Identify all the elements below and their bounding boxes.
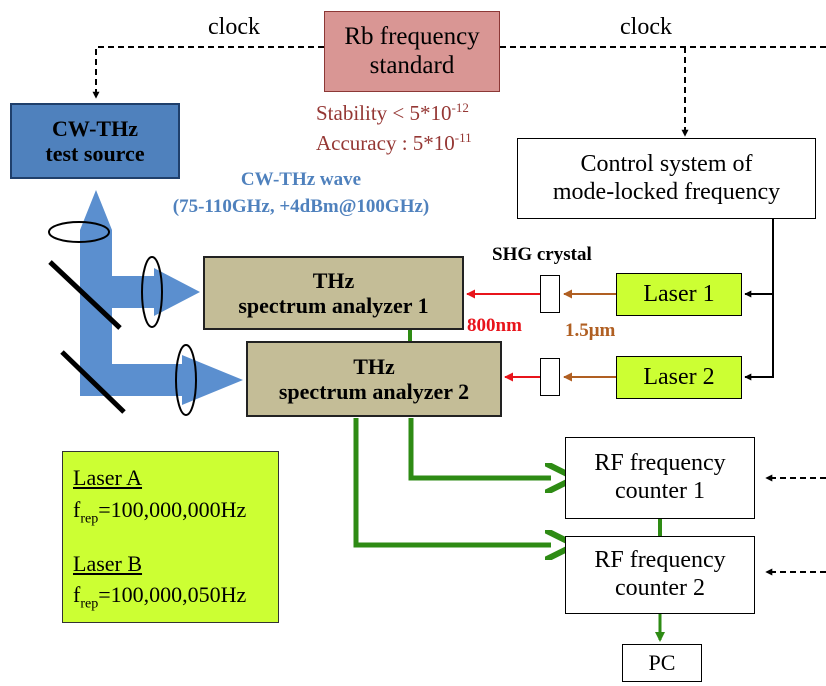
laser-a-sub: rep — [80, 511, 99, 527]
shg-crystal-1 — [540, 275, 560, 313]
accuracy-spec: Accuracy : 5*10-11 — [316, 130, 472, 156]
laser-a-title: Laser A — [73, 465, 143, 490]
laser-beams — [466, 289, 616, 382]
lens-sa2 — [175, 344, 197, 416]
wave-line2: (75-110GHz, +4dBm@100GHz) — [172, 195, 430, 217]
clock-label-right: clock — [620, 14, 672, 40]
sa2-to-rf2 — [353, 418, 551, 545]
accuracy-exponent: -11 — [454, 130, 472, 145]
thz-beam-to-sa2-head — [182, 355, 243, 405]
clock-line-left — [92, 46, 324, 99]
shg-crystal-2 — [540, 358, 560, 396]
wavelength-1500nm: 1.5μm — [565, 320, 616, 341]
mirror-1 — [48, 260, 122, 330]
wavelength-800nm: 800nm — [467, 315, 522, 336]
sa1-line2: spectrum analyzer 1 — [238, 293, 429, 318]
sa2-to-rf1 — [408, 418, 551, 478]
cw-title-line1: CW-THz — [52, 115, 138, 141]
stability-spec: Stability < 5*10-12 — [316, 100, 469, 126]
rb-title-line1: Rb frequency — [344, 22, 480, 50]
cw-thz-wave-label: CW-THz wave (75-110GHz, +4dBm@100GHz) — [162, 167, 440, 220]
control-line2: mode-locked frequency — [552, 178, 781, 205]
laser-a-frep: frep=100,000,000Hz — [73, 494, 278, 530]
laser-a-value: =100,000,000Hz — [98, 496, 247, 522]
rf2-line2: counter 2 — [615, 575, 705, 601]
rf-frequency-counter-1: RF frequency counter 1 — [565, 437, 755, 519]
laser-b-title: Laser B — [73, 550, 143, 576]
rf1-line2: counter 1 — [615, 478, 705, 504]
laser-b-sub: rep — [80, 596, 99, 612]
stability-text: Stability < 5*10 — [316, 101, 452, 125]
cw-title-line2: test source — [45, 141, 145, 166]
rf1-line1: RF frequency — [594, 450, 726, 477]
laser-2-box: Laser 2 — [616, 356, 742, 399]
control-system-box: Control system of mode-locked frequency — [517, 138, 816, 219]
clock-lines — [92, 46, 826, 576]
clock-label-left: clock — [208, 14, 260, 40]
laser-b-frep: frep=100,000,050Hz — [73, 579, 278, 615]
lens-top — [48, 221, 110, 243]
thz-beam-to-sa2 — [112, 364, 182, 396]
laser-b-sym: f — [73, 582, 81, 608]
optics — [48, 221, 197, 416]
shg-crystal-label: SHG crystal — [492, 244, 592, 265]
control-to-laser1 — [744, 219, 774, 298]
control-to-laser2 — [744, 294, 774, 381]
thz-beam-up-arrow — [80, 190, 112, 230]
thz-spectrum-analyzer-2: THz spectrum analyzer 2 — [246, 341, 502, 417]
laser-b-value: =100,000,050Hz — [98, 582, 247, 608]
sa1-line1: THz — [312, 267, 355, 293]
thz-spectrum-analyzer-1: THz spectrum analyzer 1 — [203, 256, 464, 330]
accuracy-text: Accuracy : 5*10 — [316, 131, 455, 155]
lens-sa1 — [141, 256, 163, 328]
sa2-line2: spectrum analyzer 2 — [278, 379, 470, 404]
control-line1: Control system of — [580, 150, 753, 177]
rf2-line1: RF frequency — [594, 547, 726, 574]
laser-1-box: Laser 1 — [616, 273, 742, 316]
stability-exponent: -12 — [451, 100, 469, 115]
laser-parameters-box: Laser A frep=100,000,000Hz Laser B frep=… — [62, 451, 279, 623]
rb-frequency-standard: Rb frequency standard — [324, 11, 500, 92]
sa2-line1: THz — [353, 353, 395, 379]
rf-signal-lines — [353, 329, 665, 642]
mirror-2 — [60, 350, 126, 414]
thz-beam-to-sa1 — [112, 276, 154, 308]
cw-thz-test-source: CW-THz test source — [10, 103, 180, 179]
pc-box: PC — [622, 644, 702, 682]
thz-beam-to-sa1-head — [154, 268, 200, 316]
laser-a-sym: f — [73, 496, 81, 522]
rf-frequency-counter-2: RF frequency counter 2 — [565, 536, 755, 614]
rb-title-line2: standard — [369, 51, 455, 79]
wave-line1: CW-THz wave — [240, 169, 362, 190]
control-lines — [744, 219, 774, 381]
